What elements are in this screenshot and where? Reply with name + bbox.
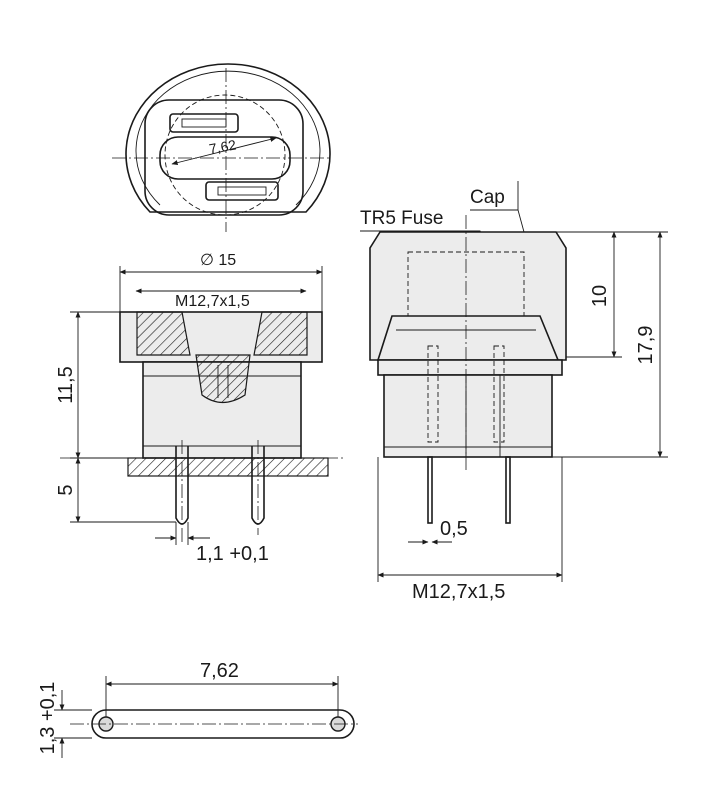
cap-leader (517, 209, 525, 233)
front-section-view: ∅ 15 M12,7x1,5 11,5 5 1,1 +0,1 (55, 252, 345, 565)
pitch-top-dimension-line (171, 136, 277, 166)
top-view-inner-outline (135, 70, 321, 206)
pin-width-label: 1,1 +0,1 (196, 543, 269, 565)
pin-thickness-label: 0,5 (440, 518, 468, 540)
pcb-section (127, 457, 329, 477)
top-view-contact-bottom-inner (217, 186, 267, 196)
pitch-bottom-label: 7,62 (200, 660, 239, 682)
lead-detail-view: 7,62 1,3 +0,1 (37, 660, 358, 758)
side-body (383, 374, 553, 458)
lead-thickness-label: 1,3 +0,1 (37, 682, 59, 755)
top-view-contact-bottom (205, 181, 279, 201)
top-view-holder-outline (144, 99, 304, 216)
top-view: 7,62 (112, 63, 331, 232)
total-height-label: 17,9 (635, 326, 657, 365)
fuse-label: TR5 Fuse (360, 208, 443, 229)
front-clip-right (253, 311, 308, 356)
top-view-fuse-circle (164, 94, 286, 216)
cap-label: Cap (470, 187, 505, 208)
side-contact-left (427, 345, 439, 443)
top-view-contact-top-inner (181, 118, 227, 128)
height-left-label: 11,5 (55, 366, 77, 403)
thread-bottom-label: M12,7x1,5 (412, 581, 505, 603)
pins-left-label: 5 (55, 484, 77, 495)
fuse-outline (407, 251, 525, 358)
diameter-label: ∅ 15 (200, 252, 236, 269)
front-center-core (195, 354, 251, 404)
top-view-outer-outline (125, 63, 331, 213)
front-clip-left (136, 311, 191, 356)
side-contact-right (493, 345, 505, 443)
side-view: Cap TR5 Fuse 0,5 M12,7x1,5 10 17,9 (360, 181, 668, 603)
top-view-contact-top (169, 113, 239, 133)
side-collar (377, 359, 563, 376)
pitch-top-label: 7,62 (208, 136, 238, 157)
side-pin-right (505, 456, 511, 524)
cap-height-label: 10 (589, 285, 611, 307)
cap-grip-ring (376, 315, 560, 361)
side-pin-left (427, 456, 433, 524)
thread-top-label: M12,7x1,5 (175, 293, 250, 310)
